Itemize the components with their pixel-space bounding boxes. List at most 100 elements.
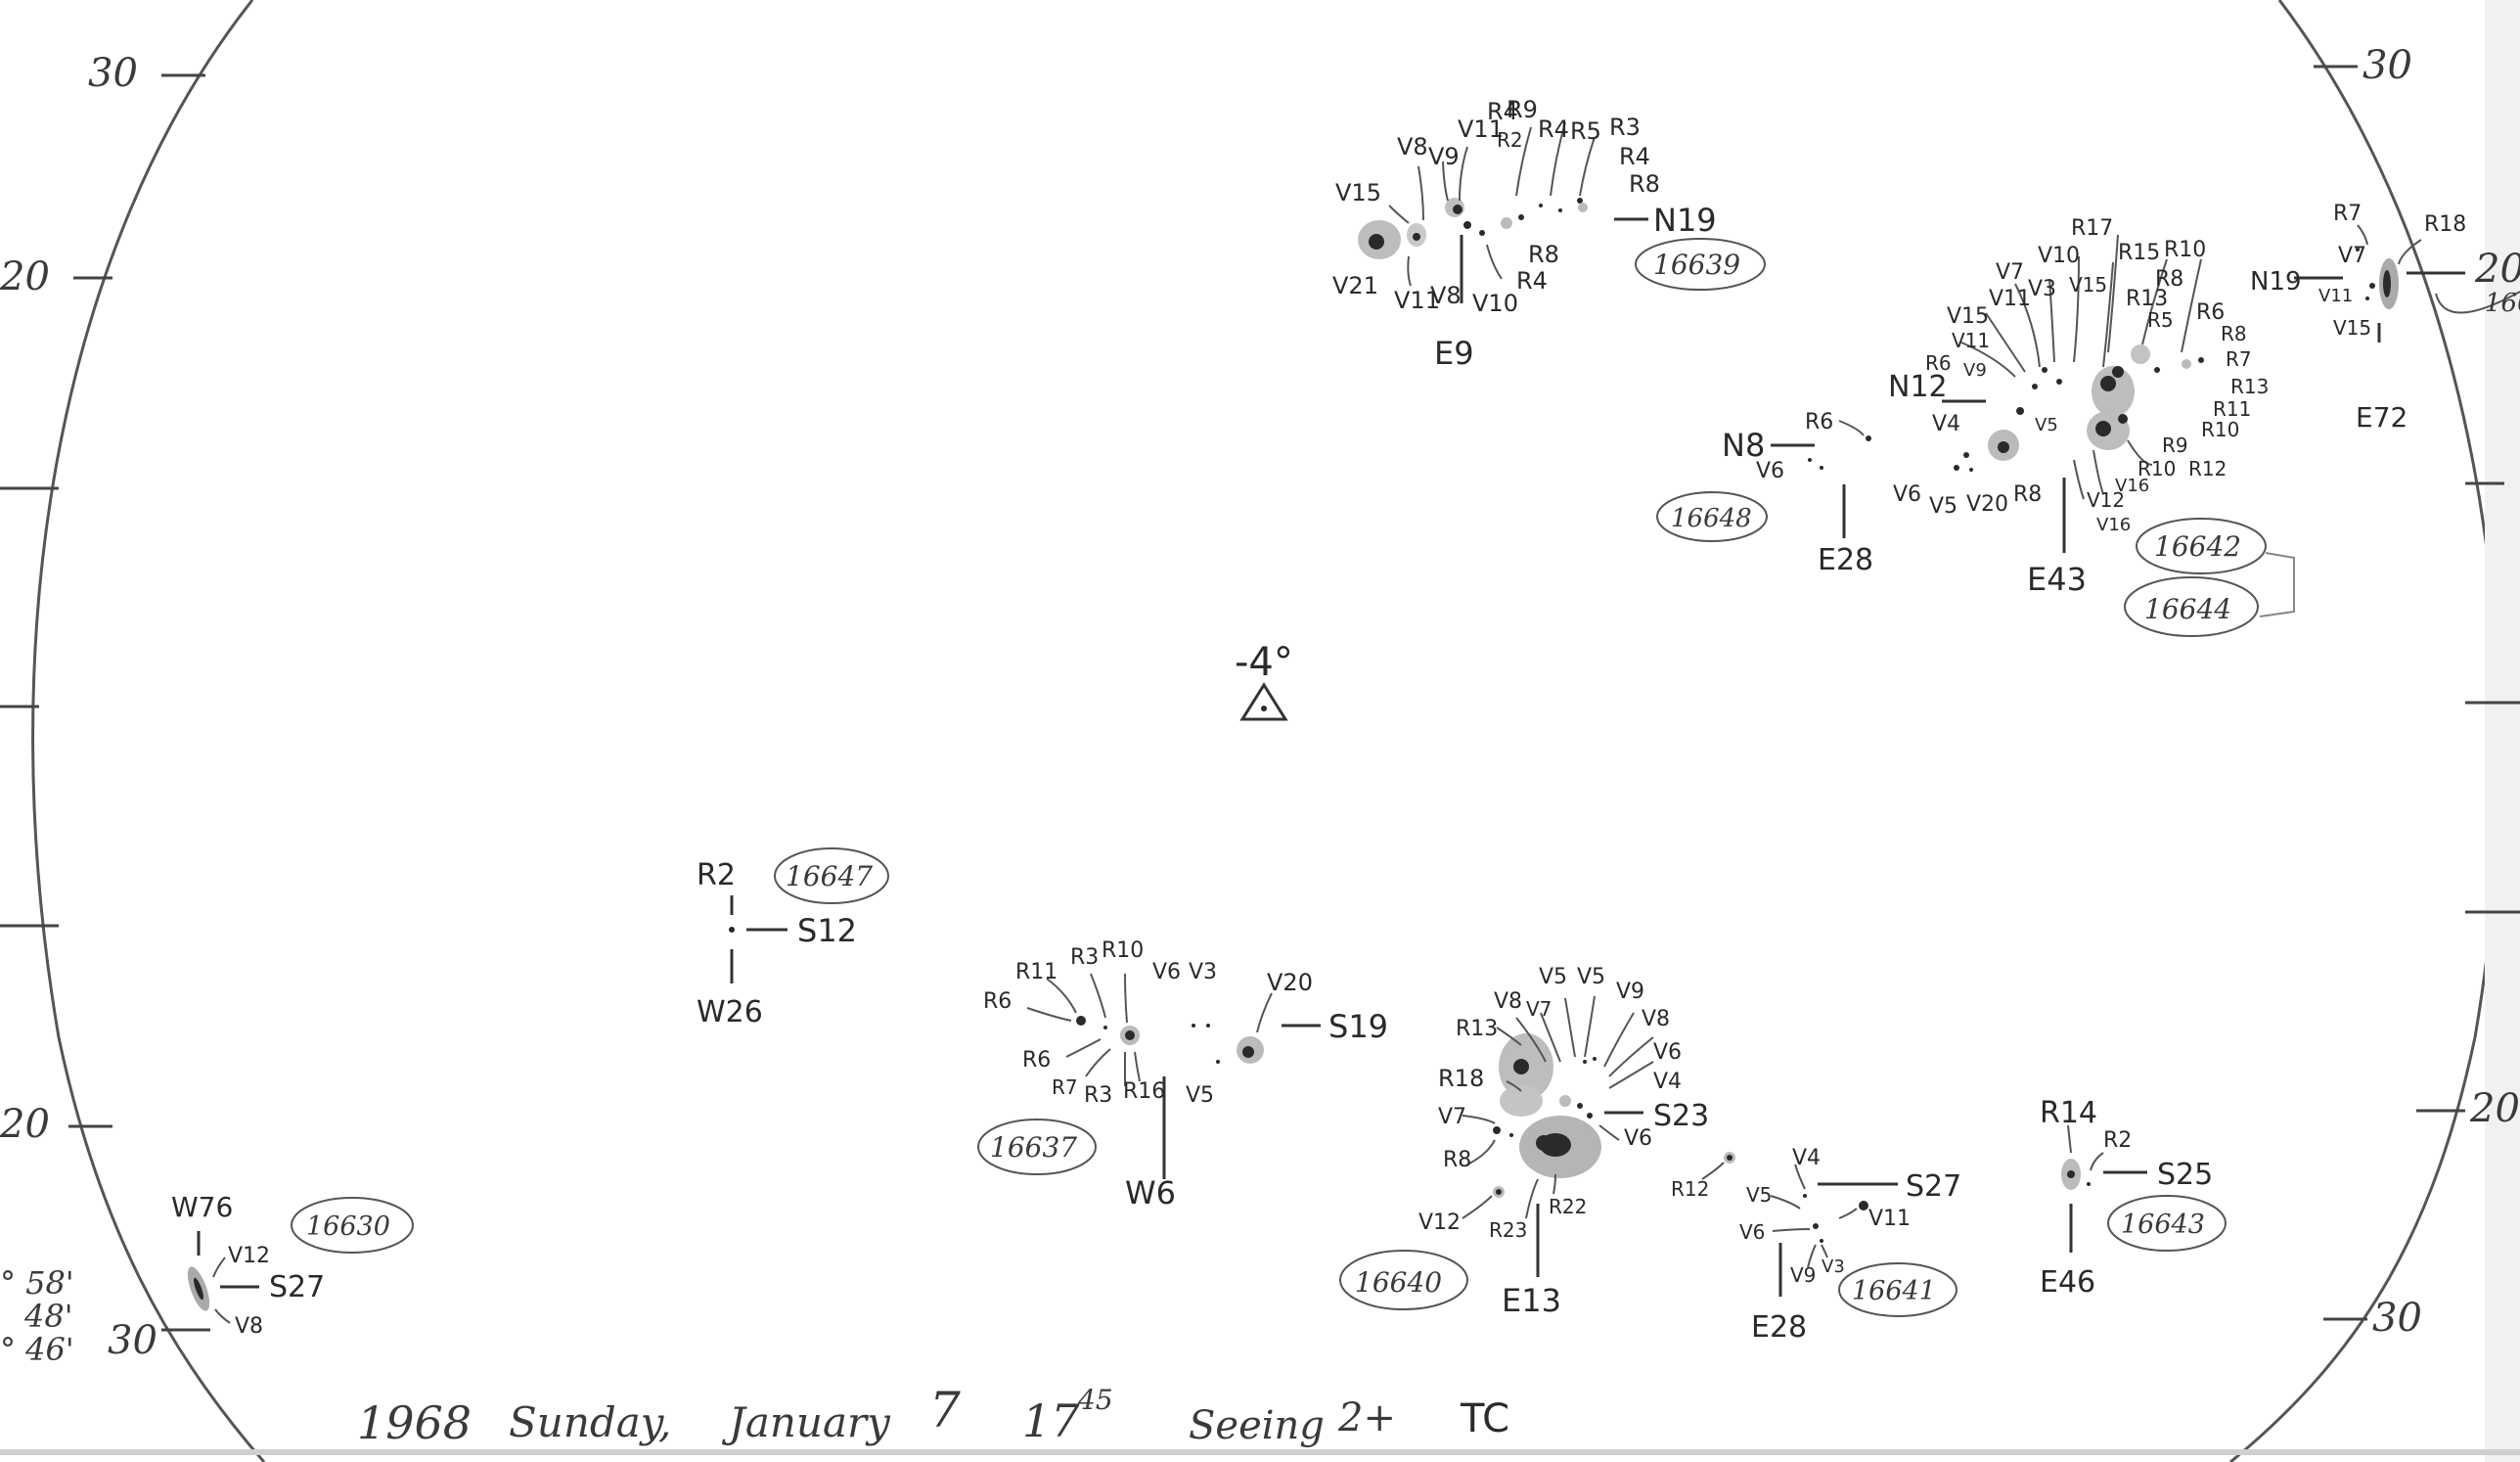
g16642-label-V4: V4	[1932, 412, 1960, 436]
g16640-label-V8b: V8	[1642, 1007, 1670, 1031]
g16640-label-R18: R18	[1438, 1065, 1484, 1092]
corner-note-3: ° 46'	[0, 1331, 74, 1368]
g16640-label-V7: V7	[1526, 997, 1552, 1021]
g16639-label-R4b: R4	[1538, 115, 1569, 143]
g16642-label-R13b: R13	[2230, 375, 2269, 398]
g16642-label-R9: R9	[2162, 434, 2188, 457]
g16637-label-R10: R10	[1102, 938, 1144, 963]
g16639-position: N19	[1653, 202, 1717, 239]
g16640-label-R23: R23	[1489, 1218, 1527, 1242]
group-16630: W76 V12 V8 S27 16630	[171, 1191, 414, 1339]
g16641-position: S27	[1906, 1169, 1961, 1204]
g16639-label-R4d: R4	[1516, 267, 1548, 295]
lat-label-left-30-top: 30	[88, 51, 138, 96]
g16640-label-V5: V5	[1539, 965, 1567, 989]
footer-time-hours: 17	[1022, 1394, 1080, 1447]
g16640-label-R8: R8	[1443, 1148, 1471, 1172]
g16639-label-V8b: V8	[1430, 282, 1462, 309]
g16643-id-oval	[2107, 1195, 2227, 1252]
g16642-label-R13: R13	[2126, 287, 2168, 311]
lat-label-right-30-top: 30	[2362, 43, 2412, 88]
g16637-label-V5: V5	[1186, 1083, 1214, 1108]
g16637-id-oval	[977, 1119, 1097, 1175]
page-edge-shade	[2485, 0, 2520, 1462]
g16641-meridian: E28	[1751, 1310, 1807, 1345]
g16644-id-oval	[2124, 576, 2259, 637]
g16642-label-R8: R8	[2155, 267, 2183, 292]
g16630-position: S27	[269, 1270, 325, 1304]
group-16640: V8 V5 V5 R13 V7 V9 V8 V6 V4 R18 V7 V6 R8…	[1339, 965, 1709, 1319]
g16642-label-R7: R7	[2226, 347, 2252, 371]
g16640-id: 16640	[1355, 1266, 1442, 1299]
lat-label-right-20-bottom: 20	[2469, 1086, 2520, 1131]
g16643-id: 16643	[2121, 1210, 2205, 1240]
g16642-label-V15b: V15	[2069, 273, 2107, 297]
g16642-label-V7: V7	[1996, 260, 2024, 285]
g16630-id-oval	[291, 1197, 414, 1254]
footer-observer: TC	[1460, 1396, 1509, 1441]
g16648-meridian: E28	[1818, 543, 1873, 577]
g16642-label-V16b: V16	[2096, 515, 2131, 535]
g16648-id: 16648	[1671, 504, 1752, 533]
group-16639: V15 V8 V9 V11 R4 R9 R2 R4 R5 R3 R4 R8 V2…	[1332, 96, 1766, 372]
corner-note-2: 48'	[23, 1298, 73, 1335]
group-16647: R2 S12 W26 16647	[697, 847, 889, 1029]
g16637-label-R6b: R6	[1022, 1048, 1051, 1073]
g16637-label-R16: R16	[1123, 1079, 1165, 1104]
lat-label-left-20-top: 20	[0, 254, 50, 299]
g166-label-V15: V15	[2333, 316, 2371, 340]
g16639-label-R8b: R8	[1528, 241, 1559, 268]
g16642-label-V3: V3	[2028, 277, 2056, 301]
g16630-meridian: W76	[171, 1191, 233, 1223]
g16637-label-R11: R11	[1015, 960, 1058, 984]
g16641-label-V3: V3	[1822, 1256, 1845, 1277]
g16642-position: N12	[1888, 370, 1948, 404]
footer-day: Sunday,	[509, 1398, 671, 1446]
g16642-label-R17: R17	[2071, 216, 2113, 241]
g16642-label-V16: V16	[2115, 476, 2149, 496]
g16640-label-V12: V12	[1418, 1211, 1461, 1235]
g16647-label-R2: R2	[697, 858, 736, 892]
g16642-label-V12: V12	[2087, 488, 2125, 512]
g16637-meridian: W6	[1125, 1174, 1176, 1211]
g16630-id: 16630	[306, 1211, 390, 1242]
g16641-label-V6: V6	[1739, 1220, 1765, 1244]
g16639-label-V21: V21	[1332, 272, 1378, 299]
g16642-label-V11b: V11	[1952, 329, 1990, 352]
footer-time-minutes: 45	[1077, 1384, 1113, 1416]
g166-label-R7: R7	[2333, 202, 2362, 226]
g16642-label-V5b: V5	[1929, 494, 1958, 519]
g16641-label-R12: R12	[1671, 1177, 1709, 1201]
g16642-meridian: E43	[2027, 561, 2087, 598]
g16640-label-V8: V8	[1494, 989, 1522, 1014]
g166-position: N19	[2250, 267, 2302, 297]
observation-footer: 1968 Sunday, January 7 17 45 Seeing 2+ T…	[357, 1382, 1509, 1449]
g16639-label-R5: R5	[1570, 117, 1601, 145]
g16642-label-R8c: R8	[2013, 482, 2042, 507]
g16630-label-V12: V12	[228, 1244, 270, 1268]
g16641-id: 16641	[1852, 1276, 1936, 1306]
group-16642: V7 V10 R17 R15 R10 V15 V11 V3 V15 R13 R8…	[1888, 216, 2295, 637]
g16641-label-V11: V11	[1868, 1207, 1911, 1231]
lat-label-left-30-bottom: 30	[108, 1318, 158, 1363]
g16647-meridian: W26	[697, 995, 763, 1029]
g166-id-oval	[2435, 291, 2520, 314]
g16640-label-V7b: V7	[1438, 1105, 1466, 1129]
g16643-label-R14: R14	[2040, 1096, 2097, 1130]
g166-label-V11: V11	[2318, 286, 2353, 306]
lat-ticks-left	[0, 73, 210, 1332]
g16640-label-V6b: V6	[1624, 1126, 1652, 1151]
g16641-label-V9: V9	[1790, 1263, 1816, 1287]
footer-month: January	[721, 1398, 891, 1446]
g16642-label-R5: R5	[2147, 308, 2174, 332]
g16648-id-oval	[1656, 491, 1768, 542]
g166-label-R18: R18	[2424, 212, 2466, 237]
g16642-label-R10b: R10	[2201, 418, 2239, 441]
g16640-label-V9: V9	[1616, 980, 1644, 1004]
g16630-label-V8: V8	[235, 1314, 263, 1339]
g16640-label-V5b: V5	[1577, 965, 1605, 989]
g16642-label-V5: V5	[2035, 415, 2058, 435]
g16642-label-R8b: R8	[2221, 322, 2247, 345]
g16648-label-R6: R6	[1805, 410, 1833, 434]
